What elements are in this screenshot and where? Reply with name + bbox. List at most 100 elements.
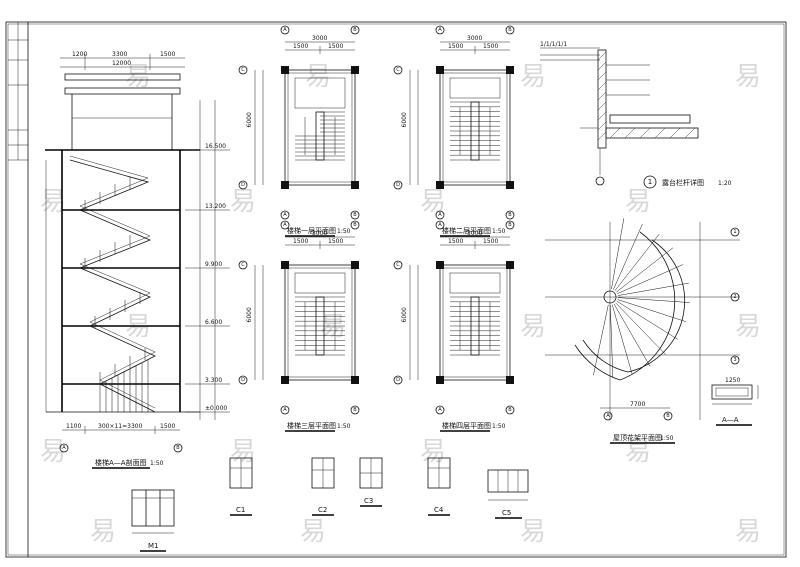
svg-text:易: 易	[90, 517, 116, 547]
plan-1-scale: 1:50	[337, 228, 351, 235]
svg-text:1: 1	[733, 229, 736, 235]
dim-sec-bottom3: 1500	[160, 423, 175, 430]
dim-sec-bottom1: 1100	[66, 423, 81, 430]
svg-text:A: A	[283, 407, 287, 413]
dim-sec-top3: 1500	[160, 51, 175, 58]
level-l3: 9.900	[205, 261, 222, 268]
svg-text:易: 易	[735, 62, 761, 92]
detail-scale: 1:20	[718, 180, 732, 187]
spiral-scale: 1:50	[660, 435, 674, 442]
level-l2: 6.600	[205, 319, 222, 326]
level-marks: 16.500 13.200 9.900 6.600 3.300 ±0.000	[185, 100, 230, 420]
svg-text:C: C	[241, 262, 245, 268]
svg-text:C1: C1	[236, 506, 245, 514]
svg-text:易: 易	[125, 312, 151, 342]
dim-sec-aa: 1250	[725, 377, 740, 384]
svg-text:C: C	[396, 67, 400, 73]
svg-text:A: A	[62, 445, 66, 451]
svg-text:3000: 3000	[312, 230, 327, 237]
svg-text:A: A	[438, 222, 442, 228]
svg-text:6000: 6000	[246, 112, 253, 127]
door-window-details: M1 C1 C2 C3 C4 C5	[131, 457, 529, 552]
svg-text:D: D	[396, 182, 400, 188]
svg-text:易: 易	[520, 312, 546, 342]
svg-text:B: B	[666, 413, 670, 419]
detail-number-bubble	[643, 175, 657, 189]
svg-text:B: B	[353, 27, 357, 33]
section-scale: 1:50	[150, 460, 164, 467]
svg-text:D: D	[241, 377, 245, 383]
svg-text:易: 易	[305, 62, 331, 92]
svg-text:6000: 6000	[401, 112, 408, 127]
svg-text:2: 2	[733, 294, 736, 300]
grid-bubble-a	[59, 443, 69, 453]
svg-text:C2: C2	[318, 506, 327, 514]
svg-text:C4: C4	[434, 506, 444, 514]
dim-sec-top2: 3300	[112, 51, 127, 58]
beam-section-a-a: 1250 A—A	[711, 377, 759, 426]
plan-1-title: 楼梯一层平面图	[287, 226, 336, 235]
svg-text:易: 易	[520, 62, 546, 92]
svg-text:易: 易	[735, 312, 761, 342]
svg-text:易: 易	[735, 517, 761, 547]
svg-text:M1: M1	[148, 542, 159, 550]
svg-text:A: A	[438, 27, 442, 33]
svg-text:B: B	[353, 212, 357, 218]
grid-bubble-b	[173, 443, 183, 453]
svg-text:易: 易	[420, 437, 446, 467]
svg-text:1500: 1500	[293, 43, 308, 50]
roof-pergola-plan: A B 7700 1 2 3 屋顶花架平面图 1:50	[545, 218, 740, 444]
svg-text:易: 易	[40, 437, 66, 467]
svg-text:易: 易	[420, 187, 446, 217]
level-l0: ±0.000	[205, 405, 227, 412]
svg-text:C: C	[396, 262, 400, 268]
plan-3-scale: 1:50	[337, 423, 351, 430]
dim-sec-top1: 1200	[72, 51, 87, 58]
svg-text:1500: 1500	[293, 238, 308, 245]
svg-text:1500: 1500	[448, 238, 463, 245]
detail-note-1: 1/1/1/1/1	[540, 41, 567, 48]
svg-text:A: A	[283, 212, 287, 218]
svg-text:1: 1	[648, 178, 652, 186]
svg-text:C3: C3	[364, 497, 373, 505]
svg-text:C5: C5	[502, 509, 511, 517]
svg-text:A: A	[438, 212, 442, 218]
svg-text:易: 易	[300, 517, 326, 547]
svg-text:A: A	[283, 27, 287, 33]
svg-text:C: C	[241, 67, 245, 73]
svg-text:6000: 6000	[401, 307, 408, 322]
svg-text:3000: 3000	[467, 230, 482, 237]
plan-4-scale: 1:50	[492, 423, 506, 430]
svg-text:A: A	[606, 413, 610, 419]
svg-text:A: A	[438, 407, 442, 413]
plan-4-title: 楼梯四层平面图	[442, 421, 491, 430]
svg-text:1500: 1500	[483, 43, 498, 50]
svg-text:B: B	[176, 445, 180, 451]
sheet-frame	[5, 21, 787, 558]
svg-text:3: 3	[733, 357, 736, 363]
svg-text:1500: 1500	[328, 238, 343, 245]
svg-text:易: 易	[520, 517, 546, 547]
svg-text:易: 易	[625, 187, 651, 217]
svg-text:B: B	[353, 407, 357, 413]
svg-text:B: B	[353, 222, 357, 228]
level-l5: 16.500	[205, 143, 226, 150]
svg-text:B: B	[508, 27, 512, 33]
plan-2-title: 楼梯二层平面图	[442, 226, 491, 235]
stair-section-a-a: 1200 3300 1500 12000	[45, 51, 230, 469]
spiral-title: 屋顶花架平面图	[613, 433, 662, 442]
dim-spiral: 7700	[630, 401, 645, 408]
svg-text:1500: 1500	[328, 43, 343, 50]
svg-text:A: A	[283, 222, 287, 228]
plan-2-scale: 1:50	[492, 228, 506, 235]
svg-text:D: D	[396, 377, 400, 383]
svg-text:易: 易	[625, 437, 651, 467]
svg-text:易: 易	[230, 187, 256, 217]
dim-sec-bottom2: 300×11=3300	[98, 423, 143, 430]
svg-text:6000: 6000	[246, 307, 253, 322]
svg-text:1500: 1500	[483, 238, 498, 245]
